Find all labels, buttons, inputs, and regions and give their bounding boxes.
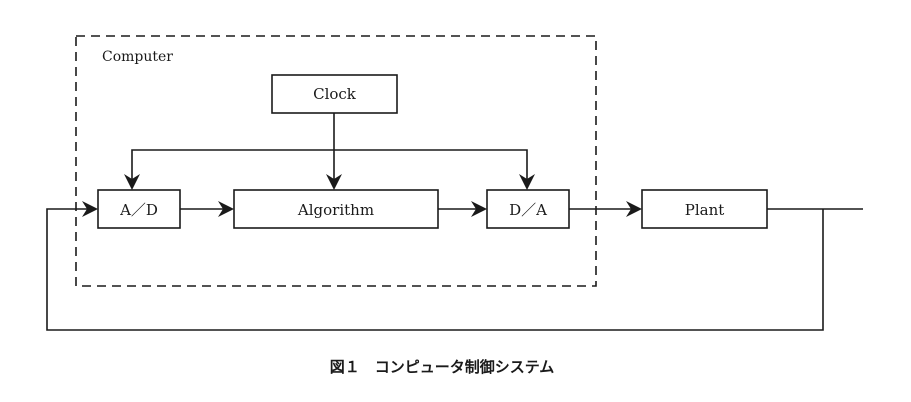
da-to-plant-arrowhead: [626, 201, 642, 217]
feedback-loop: [46, 201, 824, 331]
algorithm-box: [233, 189, 439, 229]
algorithm-label: Algorithm: [297, 201, 374, 219]
ad-block: A／D: [97, 189, 181, 229]
clock-box: [271, 74, 398, 114]
plant-box: [641, 189, 768, 229]
computer-boundary: [75, 35, 597, 287]
computer-group-label: Computer: [102, 49, 173, 65]
algorithm-block: Algorithm: [233, 189, 439, 229]
clock-to-da-arrowhead: [519, 174, 535, 190]
clock-wires: [124, 113, 535, 190]
signal-wires: [180, 201, 863, 217]
plant-label: Plant: [685, 201, 725, 219]
ad-label: A／D: [119, 201, 158, 219]
clock-label: Clock: [313, 85, 357, 103]
plant-block: Plant: [641, 189, 768, 229]
clock-bus-wire: [131, 149, 528, 180]
ad-box: [97, 189, 181, 229]
clock-to-ad-arrowhead: [124, 174, 140, 190]
feedback-wire: [46, 208, 824, 331]
feedback-to-ad-arrowhead: [82, 201, 98, 217]
clock-block: Clock: [271, 74, 398, 114]
algorithm-to-da-arrowhead: [471, 201, 487, 217]
clock-to-algorithm-arrowhead: [326, 174, 342, 190]
da-label: D／A: [509, 201, 547, 219]
da-block: D／A: [486, 189, 570, 229]
ad-to-algorithm-arrowhead: [218, 201, 234, 217]
computer-group: Computer: [75, 35, 597, 287]
figure-caption: 図１ コンピュータ制御システム: [330, 358, 555, 376]
